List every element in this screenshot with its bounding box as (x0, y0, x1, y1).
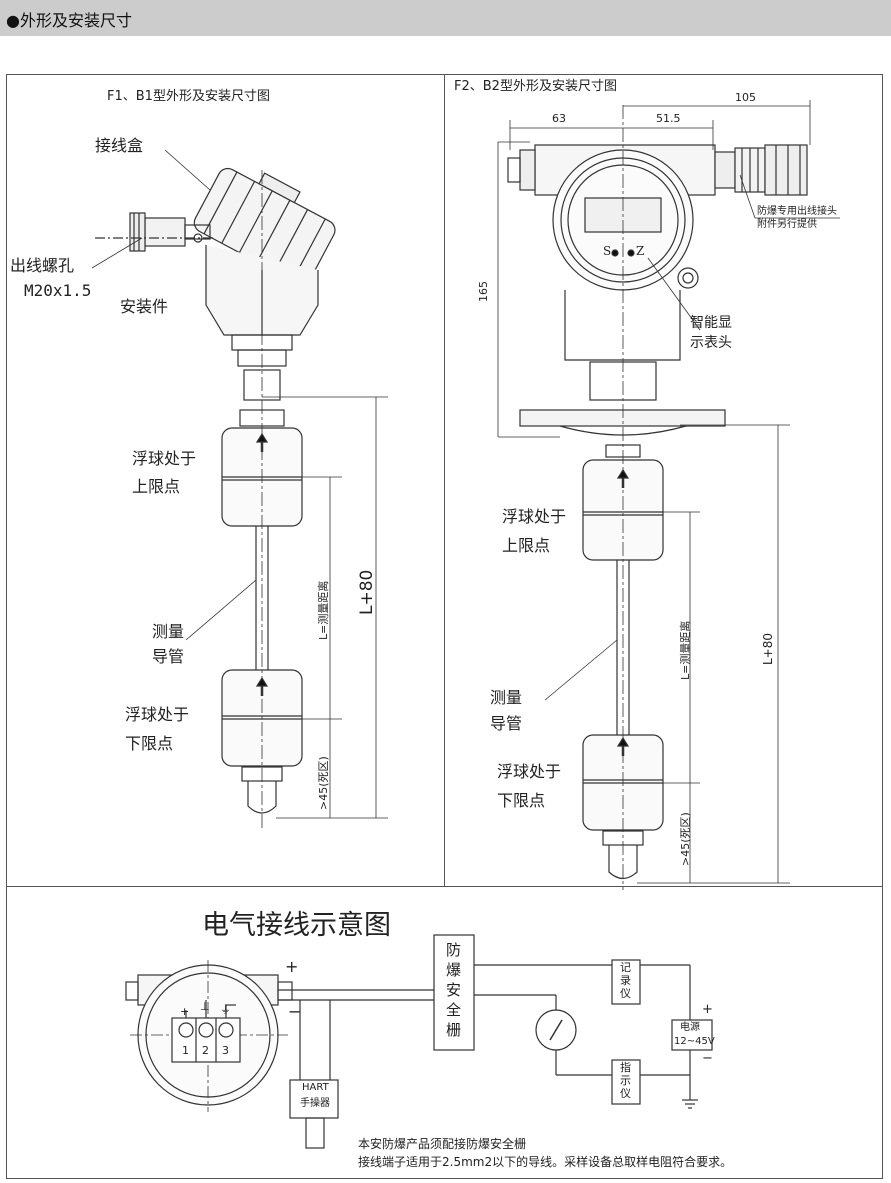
barrier-label-5: 栅 (446, 1021, 462, 1039)
power-minus-label: − (702, 1051, 713, 1066)
recorder-label-1: 记 (620, 961, 631, 974)
barrier-label-4: 全 (446, 1001, 462, 1019)
f2-dim-515: 51.5 (656, 112, 681, 125)
hart-label-1: HART (302, 1082, 329, 1093)
f2-dim-165: 165 (477, 281, 490, 302)
f2-dimensions (497, 100, 811, 884)
terminal-3-symbol: ⏚ (220, 1003, 231, 1016)
recorder-label-2: 录 (620, 974, 631, 987)
power-label-2: 12~45V (674, 1036, 715, 1047)
wiring-lineart (125, 934, 713, 1149)
f1-float-upper-label-2: 上限点 (132, 477, 181, 496)
terminal-3-label: 3 (222, 1044, 229, 1057)
f2-float-lower-label-1: 浮球处于 (497, 762, 562, 781)
f1-float-lower-label-2: 下限点 (125, 734, 174, 753)
section-title: ●外形及安装尺寸 (6, 11, 132, 30)
f2-leaders (544, 174, 840, 701)
f1-title: F1、B1型外形及安装尺寸图 (107, 89, 270, 104)
frame-divider-horizontal (6, 886, 883, 887)
f2-tube-label-1: 测量 (490, 688, 523, 707)
terminal-1-label: 1 (182, 1044, 189, 1057)
f1-junction-box (95, 167, 336, 830)
frame-divider-vertical (444, 74, 445, 886)
indicator-label-3: 仪 (620, 1087, 631, 1100)
f2-smart-head-label-2: 示表头 (690, 335, 732, 351)
f2-dim-105: 105 (735, 91, 756, 104)
f2-dim-total-label: L+80 (761, 632, 775, 665)
f1-tube-label-1: 测量 (152, 622, 185, 641)
wiring-note-2: 接线端子适用于2.5mm2以下的导线。采样设备总取样电阻符合要求。 (358, 1155, 733, 1169)
f2-title: F2、B2型外形及安装尺寸图 (454, 79, 617, 94)
barrier-label-1: 防 (446, 941, 462, 959)
wiring-note-1: 本安防爆产品须配接防爆安全栅 (358, 1137, 527, 1151)
f2-button-z[interactable]: Z (636, 244, 645, 258)
f2-float-lower-label-2: 下限点 (497, 791, 546, 810)
f1-mount-label: 安装件 (120, 297, 169, 316)
f2-dim-63: 63 (552, 112, 566, 125)
f2-explosion-note-2: 附件另行提供 (757, 219, 817, 230)
f1-dim-total-label: L+80 (357, 569, 377, 615)
f2-button-s[interactable]: S (603, 244, 612, 258)
f1-dimensions (262, 396, 388, 819)
power-label-1: 电源 (680, 1022, 700, 1033)
barrier-label-2: 爆 (446, 961, 462, 979)
f2-dim-dead-label: >45(死区) (679, 812, 692, 866)
wiring-title: 电气接线示意图 (202, 910, 391, 941)
hart-label-2: 手操器 (300, 1098, 330, 1109)
f2-dim-measure-label: L=测量距离 (679, 620, 692, 680)
terminal-2-label: 2 (202, 1044, 209, 1057)
f1-float-upper-label-1: 浮球处于 (132, 449, 197, 468)
f2-float-upper-label-1: 浮球处于 (502, 507, 567, 526)
indicator-label-1: 指 (620, 1061, 631, 1074)
f2-float-upper-label-2: 上限点 (502, 536, 551, 555)
wiring-minus-label: − (288, 1002, 302, 1021)
barrier-label-3: 安 (446, 981, 462, 999)
f2-tube-label-2: 导管 (490, 714, 523, 733)
f1-dim-measure-label: L=测量距离 (317, 580, 330, 640)
indicator-label-2: 示 (620, 1074, 631, 1087)
wiring-plus-label: + (285, 957, 299, 976)
recorder-label-3: 仪 (620, 987, 631, 1000)
f1-tube-label-2: 导管 (152, 647, 185, 666)
f2-smart-head-label-1: 智能显 (690, 315, 732, 331)
f1-leaders (91, 149, 257, 641)
f1-float-lower-label-1: 浮球处于 (125, 705, 190, 724)
f1-junction-box-label: 接线盒 (95, 136, 144, 155)
f1-dim-dead-label: >45(死区) (317, 756, 330, 810)
terminal-2-symbol: ⊥ (200, 1000, 210, 1013)
f2-explosion-note-1: 防爆专用出线接头 (757, 206, 837, 217)
f1-outlet-hole-label: 出线螺孔 (10, 256, 75, 275)
f1-outlet-thread-label: M20x1.5 (24, 281, 92, 300)
power-plus-label: + (702, 1002, 713, 1017)
section-header: ●外形及安装尺寸 (0, 0, 891, 36)
terminal-1-symbol: + (180, 1005, 190, 1018)
f2-housing (507, 105, 808, 890)
